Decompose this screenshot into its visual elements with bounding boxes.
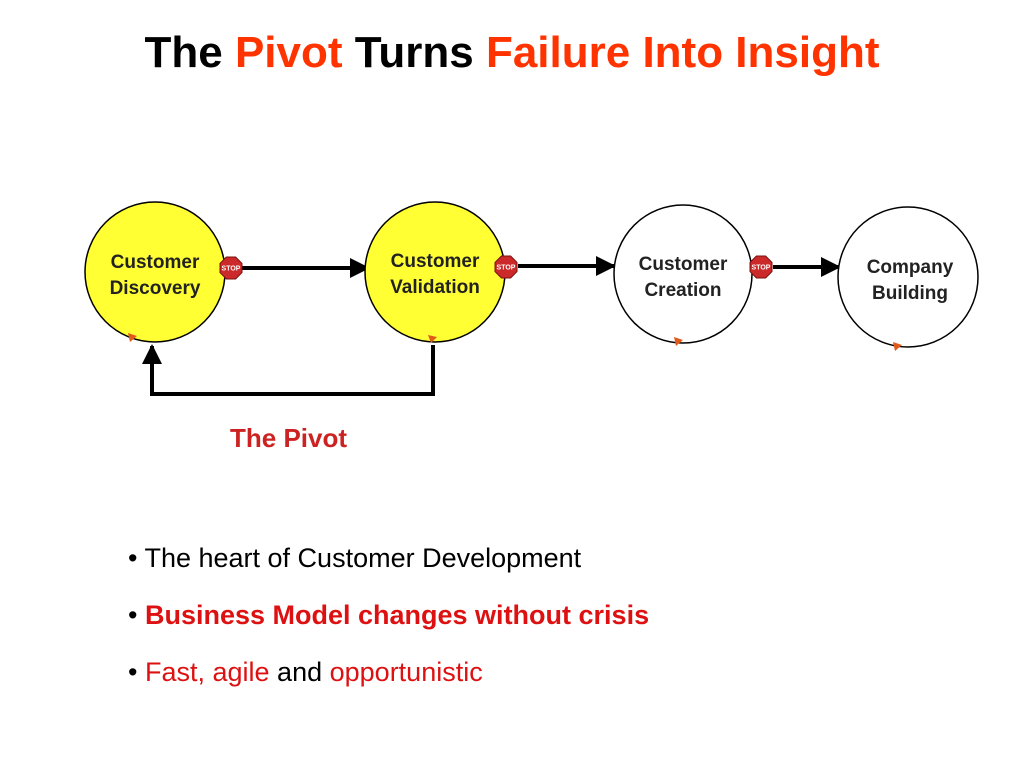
node-customer-validation: Customer Validation <box>364 201 506 343</box>
bullet-item: • Fast, agile and opportunistic <box>128 657 483 687</box>
pivot-label: The Pivot <box>230 423 348 453</box>
node-label-line2: Creation <box>644 280 721 301</box>
bullet-text-and: and <box>277 657 323 687</box>
node-label-line2: Validation <box>390 277 480 298</box>
cycle-arrow-icon <box>128 333 137 342</box>
stop-sign-text: STOP <box>222 266 241 273</box>
node-customer-creation: Customer Creation <box>613 204 753 346</box>
node-company-building: Company Building <box>837 206 979 351</box>
bullet-text: The heart of Customer Development <box>144 543 582 573</box>
stop-sign-icon: STOP <box>749 255 773 279</box>
slide-title: The Pivot Turns Failure Into Insight <box>0 28 1024 78</box>
node-label-line2: Building <box>872 283 948 304</box>
node-label-line1: Customer <box>639 254 728 275</box>
title-word-pivot: Pivot <box>234 28 343 77</box>
node-circle <box>837 206 979 348</box>
stop-sign-text: STOP <box>497 265 516 272</box>
bullet-list: • The heart of Customer Development • Bu… <box>128 538 649 709</box>
node-label-line1: Company <box>867 257 954 278</box>
node-label-line2: Discovery <box>110 278 201 299</box>
stop-sign-text: STOP <box>752 265 771 272</box>
bullet-text-opportunistic: opportunistic <box>329 657 483 687</box>
pivot-feedback-arrow <box>142 344 435 396</box>
node-label-line1: Customer <box>111 252 200 273</box>
title-phrase-failure-into-insight: Failure Into Insight <box>485 28 880 77</box>
title-word-turns: Turns <box>354 28 474 77</box>
stop-sign-icon: STOP <box>219 256 243 280</box>
stop-sign-icon: STOP <box>494 255 518 279</box>
bullet-text: Business Model changes without crisis <box>144 600 650 630</box>
cycle-arrow-icon <box>893 342 902 351</box>
cycle-arrow-icon <box>674 337 683 346</box>
node-label-line1: Customer <box>391 251 480 272</box>
bullet-text-fast-agile: Fast, agile <box>144 657 270 687</box>
bullet-item: • The heart of Customer Development <box>128 543 582 573</box>
bullet-item: • Business Model changes without crisis <box>128 600 650 630</box>
title-word-the: The <box>144 28 223 77</box>
node-customer-discovery: Customer Discovery <box>84 201 226 343</box>
node-circle <box>364 201 506 343</box>
cycle-arrow-icon <box>428 335 437 343</box>
